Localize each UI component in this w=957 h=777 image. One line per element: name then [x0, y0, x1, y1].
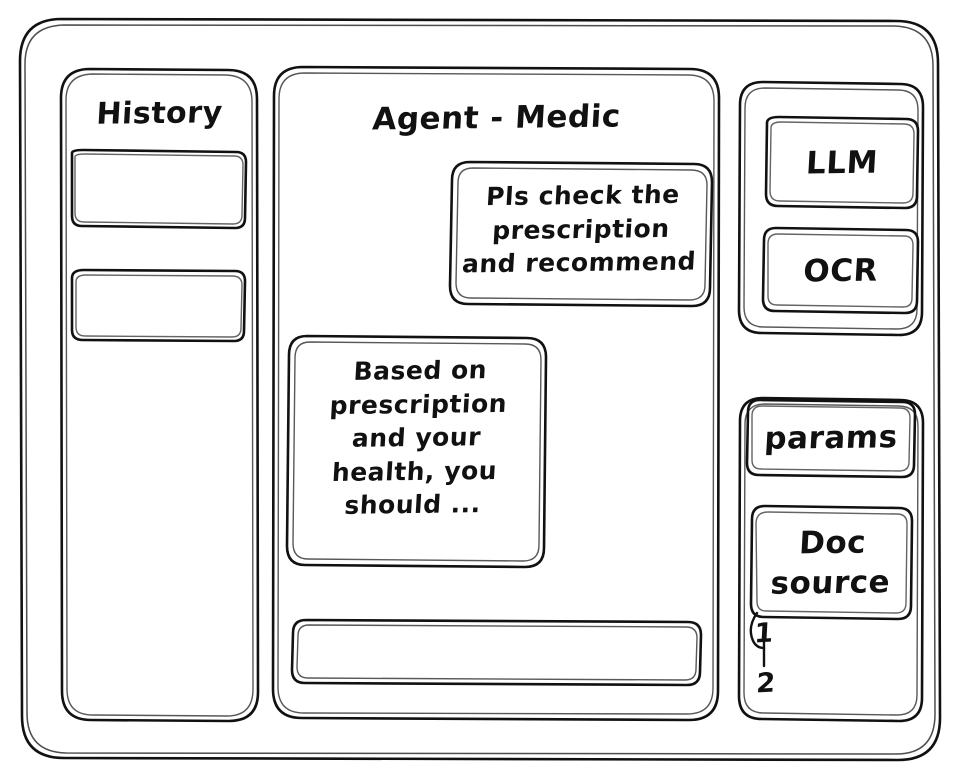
history-item-2[interactable]	[72, 270, 246, 341]
message-bubble-user: Pls check the prescription and recommend	[450, 162, 712, 306]
message-bubble-assistant: Based on prescription and your health, y…	[287, 336, 546, 567]
chip-doc-source[interactable]: Doc source	[751, 506, 912, 619]
message-user-text: Pls check the prescription and recommend	[461, 179, 697, 279]
chip-llm[interactable]: LLM	[766, 117, 918, 208]
annotation-2: 2	[755, 667, 777, 700]
annotation-1: 1	[753, 617, 775, 650]
chip-llm-label: LLM	[805, 144, 880, 182]
page-title: Agent - Medic	[371, 98, 622, 138]
message-input-value	[306, 636, 686, 641]
history-item-2-label	[72, 291, 246, 293]
history-item-1-label	[72, 175, 247, 177]
message-assistant-text: Based on prescription and your health, y…	[328, 355, 508, 520]
sidebar-left-title: History	[95, 95, 224, 132]
chip-params-label: params	[763, 419, 899, 457]
message-input[interactable]	[292, 620, 701, 685]
chip-doc-source-label: Doc source	[769, 524, 892, 603]
chip-ocr[interactable]: OCR	[763, 228, 918, 313]
chip-params[interactable]: params	[747, 400, 915, 477]
history-item-1[interactable]	[72, 150, 247, 228]
chip-ocr-label: OCR	[802, 252, 879, 290]
